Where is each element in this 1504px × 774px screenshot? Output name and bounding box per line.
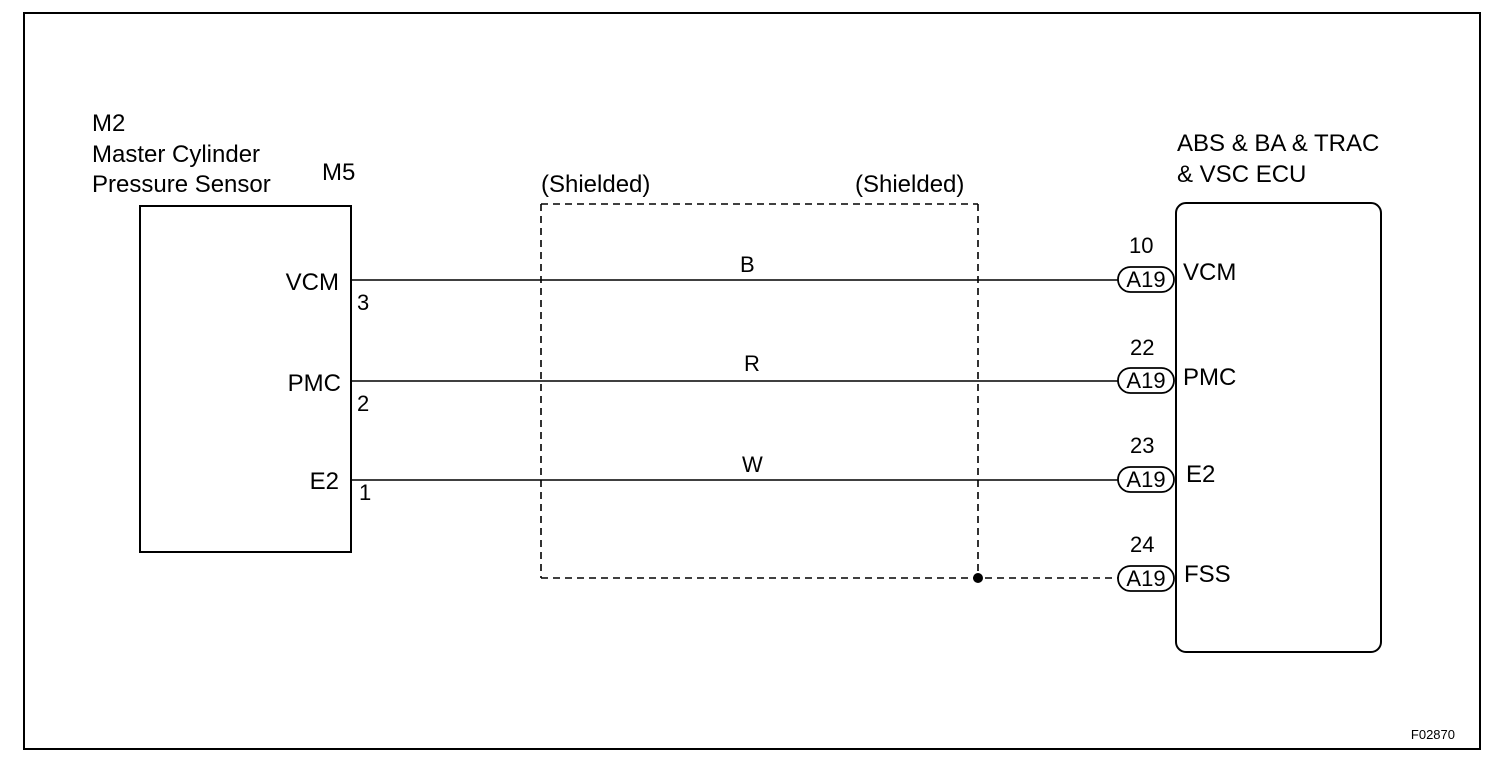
shield-label-right: (Shielded) [855, 171, 964, 198]
ecu-title-line2: & VSC ECU [1177, 161, 1306, 188]
sensor-terminal-pmc: PMC [288, 370, 341, 397]
ecu-pin-24: 24 [1130, 532, 1154, 557]
sensor-pin-3: 3 [357, 290, 369, 315]
sensor-id: M2 [92, 110, 125, 137]
ecu-terminal-vcm: VCM [1183, 259, 1236, 286]
ecu-connector-a19-vcm [1117, 266, 1175, 293]
ecu-connector-a19-fss [1117, 565, 1175, 592]
ecu-title-line1: ABS & BA & TRAC [1177, 130, 1379, 157]
ecu-pin-10: 10 [1129, 233, 1153, 258]
sensor-title-line2: Pressure Sensor [92, 171, 271, 198]
shield-outline [540, 203, 1118, 579]
sensor-pin-1: 1 [359, 480, 371, 505]
ecu-pin-22: 22 [1130, 335, 1154, 360]
wire-color-r: R [744, 351, 760, 376]
ecu-terminal-fss: FSS [1184, 561, 1231, 588]
sensor-connector-label: M5 [322, 159, 355, 186]
sensor-terminal-e2: E2 [310, 468, 339, 495]
diagram-frame [23, 12, 1481, 750]
sensor-terminal-vcm: VCM [286, 269, 339, 296]
ecu-connector-label-fss: A19 [1126, 566, 1165, 591]
wire-color-w: W [742, 452, 763, 477]
ecu-terminal-e2: E2 [1186, 461, 1215, 488]
sensor-title-line1: Master Cylinder [92, 141, 260, 168]
ecu-connector-a19-pmc [1117, 367, 1175, 394]
ecu-pin-23: 23 [1130, 433, 1154, 458]
shield-label-left: (Shielded) [541, 171, 650, 198]
ecu-connector-label-e2: A19 [1126, 467, 1165, 492]
ecu-connector-label-pmc: A19 [1126, 368, 1165, 393]
sensor-pin-2: 2 [357, 391, 369, 416]
ecu-connector-a19-e2 [1117, 466, 1175, 493]
sensor-box [139, 205, 352, 553]
ecu-connector-label-vcm: A19 [1126, 267, 1165, 292]
wire-color-b: B [740, 252, 755, 277]
ecu-terminal-pmc: PMC [1183, 364, 1236, 391]
figure-code: F02870 [1411, 727, 1455, 742]
shield-ground-junction [973, 573, 983, 583]
ecu-box [1175, 202, 1382, 653]
